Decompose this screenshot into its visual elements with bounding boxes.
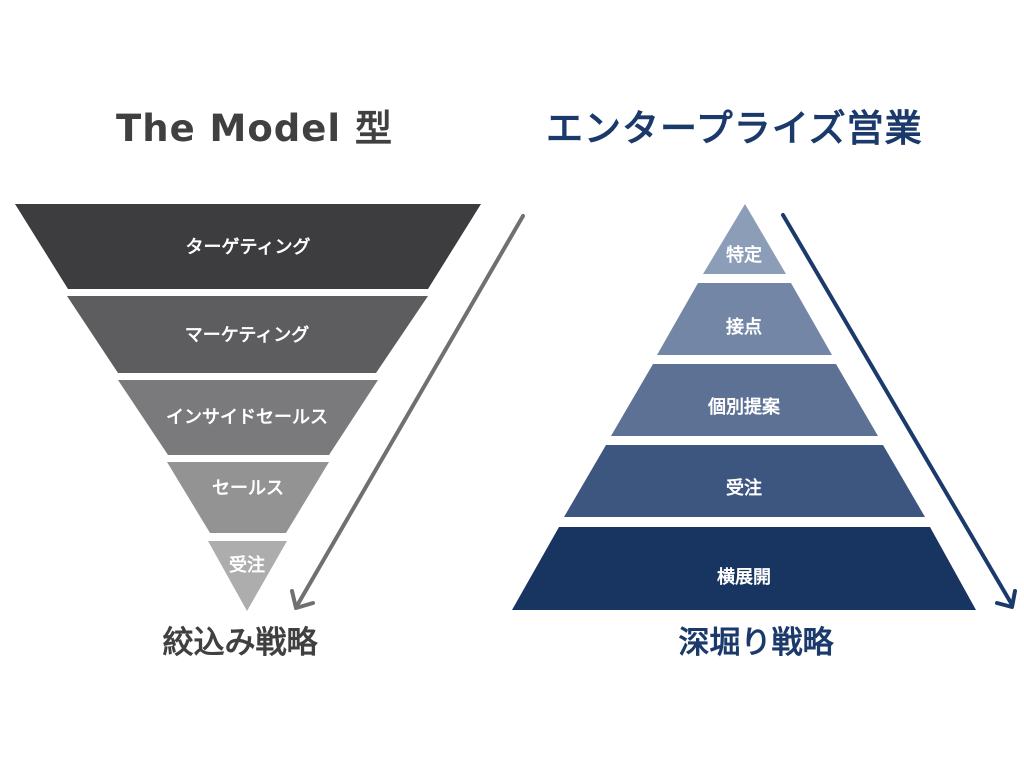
right-tier-label-4: 横展開 [717, 566, 771, 588]
right-tier-3 [564, 445, 925, 517]
left-arrow [290, 214, 525, 610]
right-tier-label-2: 個別提案 [707, 396, 781, 418]
right-pyramid: 特定 接点 個別提案 受注 横展開 [512, 204, 976, 610]
right-tier-2 [611, 364, 878, 436]
left-arrow-head [290, 589, 315, 610]
right-arrow [781, 213, 1017, 609]
left-tier-label-1: マーケティング [185, 324, 310, 346]
left-tier-1 [67, 296, 428, 373]
left-tier-label-3: セールス [212, 478, 284, 499]
right-tier-4 [512, 527, 976, 610]
left-tier-0 [15, 204, 481, 289]
right-tier-0 [703, 204, 786, 274]
left-tier-label-2: インサイドセールス [166, 407, 328, 428]
right-tier-label-0: 特定 [726, 244, 762, 266]
left-tier-2 [118, 380, 378, 455]
right-title: エンタープライズ営業 [546, 107, 923, 150]
left-funnel: ターゲティング マーケティング インサイドセールス セールス 受注 [15, 204, 481, 611]
right-arrow-head [995, 589, 1017, 609]
left-tier-label-0: ターゲティング [186, 236, 311, 258]
left-tier-label-4: 受注 [229, 554, 265, 576]
left-arrow-line [296, 214, 525, 606]
right-caption: 深堀り戦略 [678, 625, 834, 661]
right-tier-label-1: 接点 [726, 316, 762, 338]
right-tier-label-3: 受注 [726, 477, 762, 499]
left-tier-3 [167, 462, 329, 533]
right-arrow-line [781, 213, 1013, 605]
left-caption: 絞込み戦略 [162, 625, 318, 661]
left-tier-4 [208, 541, 287, 611]
left-title: The Model 型 [116, 107, 393, 150]
right-tier-1 [657, 283, 832, 355]
